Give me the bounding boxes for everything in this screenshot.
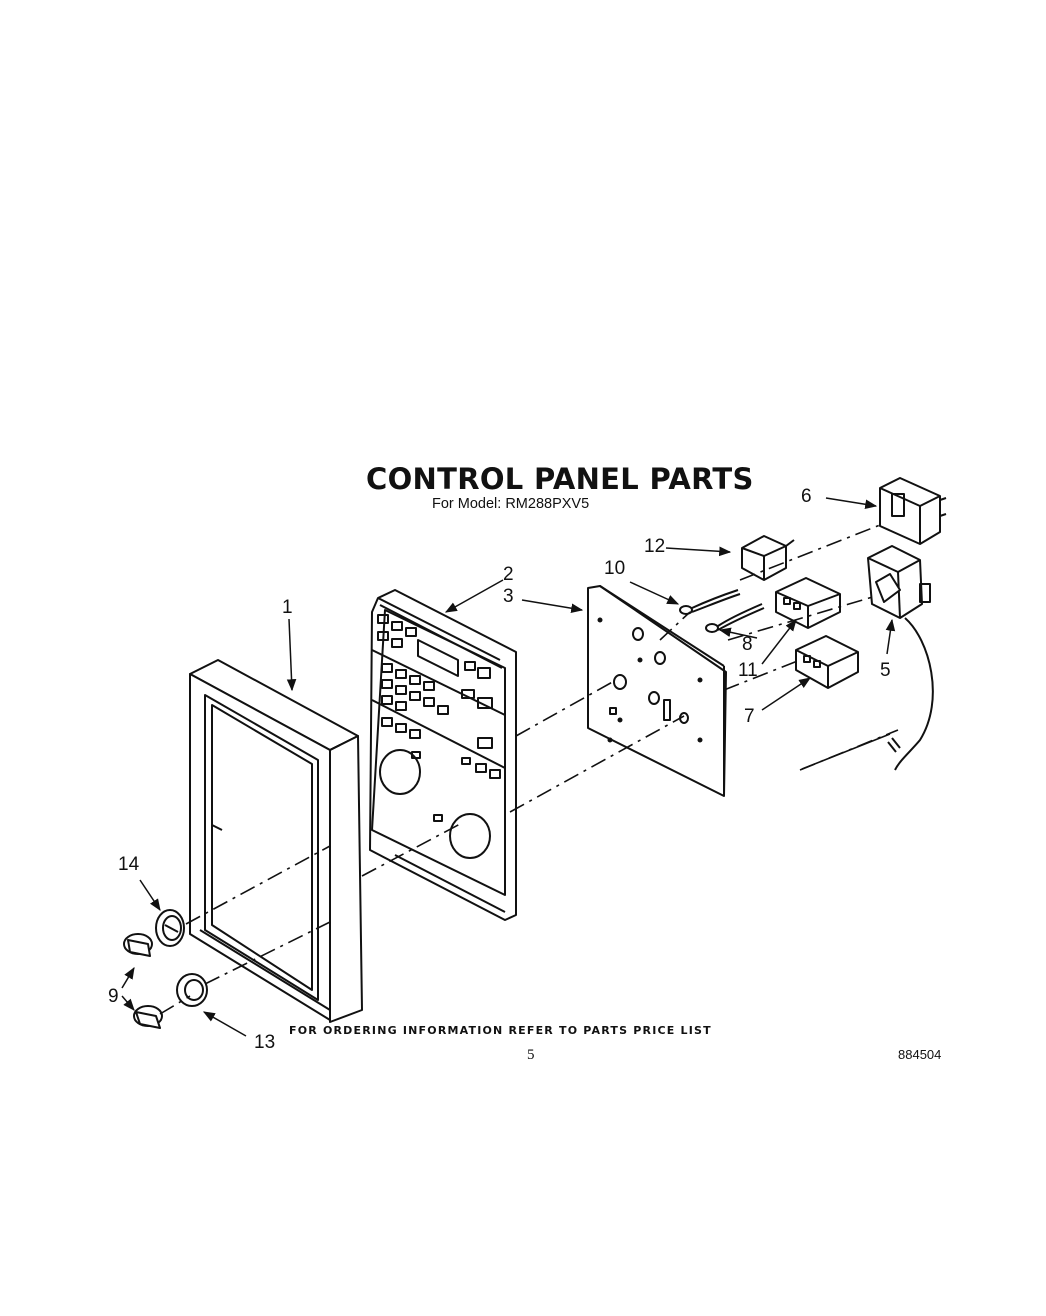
callout-14: 14	[118, 854, 140, 875]
part-14-bezel	[155, 909, 185, 947]
diagram-title: CONTROL PANEL PARTS	[366, 462, 754, 496]
callout-2: 2	[503, 564, 514, 585]
part-3-plate	[587, 585, 727, 797]
part-11-module	[775, 577, 841, 629]
callout-1: 1	[282, 597, 293, 618]
part-9-knobs	[123, 933, 163, 1029]
part-13-bezel	[176, 973, 208, 1007]
part-10-sensor	[679, 589, 741, 615]
ordering-footer: FOR ORDERING INFORMATION REFER TO PARTS …	[289, 1024, 712, 1037]
model-subtitle: For Model: RM288PXV5	[432, 496, 590, 512]
part-7-module	[795, 635, 859, 689]
document-number: 884504	[898, 1047, 942, 1062]
callout-10: 10	[604, 558, 625, 579]
callout-7: 7	[744, 706, 755, 727]
callout-9: 9	[108, 986, 119, 1007]
callout-5: 5	[880, 660, 891, 681]
part-6-switch	[879, 477, 947, 545]
part-5-timer	[867, 545, 934, 771]
part-12-relay	[741, 535, 795, 581]
callout-12: 12	[644, 536, 665, 557]
callout-13: 13	[254, 1032, 275, 1053]
part-1-frame	[189, 659, 363, 1023]
callout-3: 3	[503, 586, 514, 607]
part-8-sensor	[705, 603, 765, 633]
part-2-overlay	[369, 589, 517, 921]
page-number: 5	[527, 1047, 535, 1063]
callout-8: 8	[742, 634, 753, 655]
callout-6: 6	[801, 486, 812, 507]
callout-11: 11	[738, 660, 758, 681]
